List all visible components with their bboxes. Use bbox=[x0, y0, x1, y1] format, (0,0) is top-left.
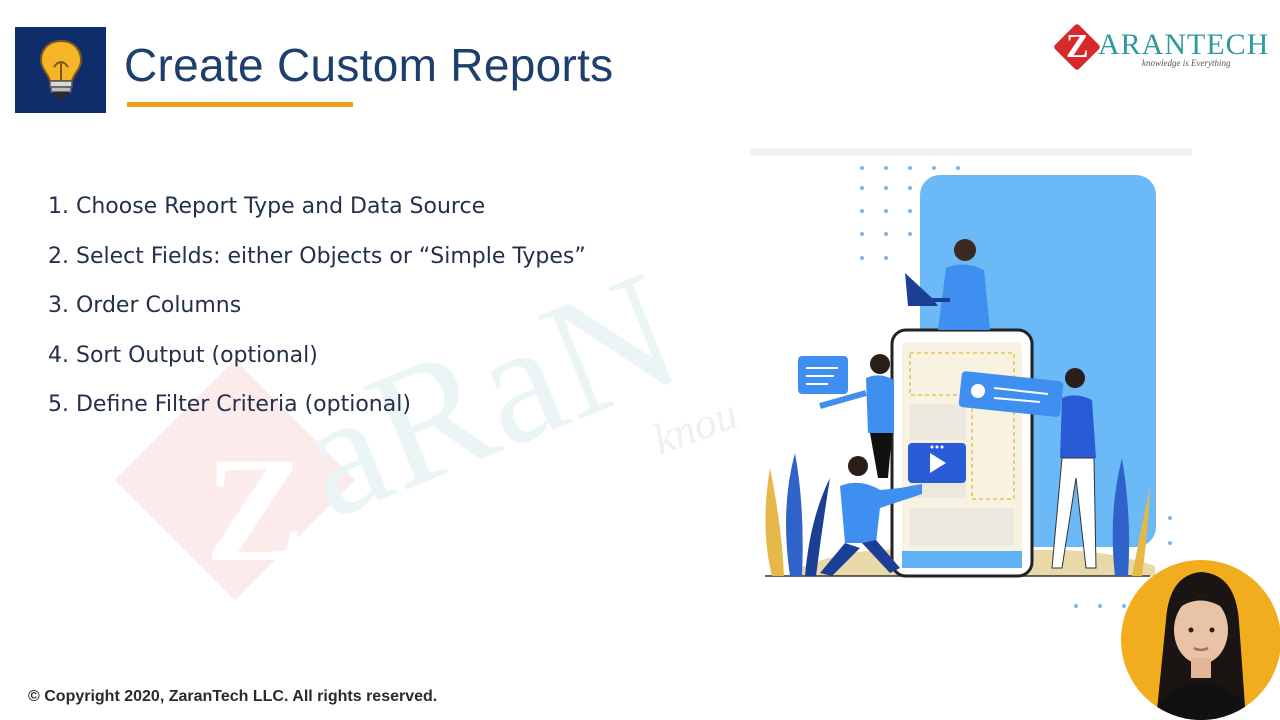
list-item: 4. Sort Output (optional) bbox=[48, 342, 318, 368]
copyright-footer: © Copyright 2020, ZaranTech LLC. All rig… bbox=[28, 688, 438, 705]
list-item: 1. Choose Report Type and Data Source bbox=[48, 194, 486, 219]
svg-text:Z: Z bbox=[205, 427, 305, 593]
team-illustration bbox=[750, 148, 1192, 623]
title-underline bbox=[127, 102, 353, 107]
play-icon bbox=[930, 453, 946, 473]
page-title: Create Custom Reports bbox=[124, 39, 614, 91]
logo-letter: Z bbox=[1066, 28, 1089, 65]
list-item: 2. Select Fields: either Objects or “Sim… bbox=[48, 243, 586, 269]
list-item: 5. Define Filter Criteria (optional) bbox=[48, 392, 411, 417]
zarantech-logo: Z ARANTECH knowledge is Everything bbox=[1052, 22, 1268, 72]
steps-list: 1. Choose Report Type and Data Source 2.… bbox=[48, 190, 586, 438]
list-item: 3. Order Columns bbox=[48, 293, 242, 318]
svg-text:knou: knou bbox=[647, 389, 744, 464]
logo-tagline: knowledge is Everything bbox=[1142, 58, 1231, 68]
logo-wordmark: ARANTECH bbox=[1098, 28, 1270, 61]
lightbulb-icon bbox=[15, 27, 106, 113]
presenter-video bbox=[1121, 560, 1280, 720]
